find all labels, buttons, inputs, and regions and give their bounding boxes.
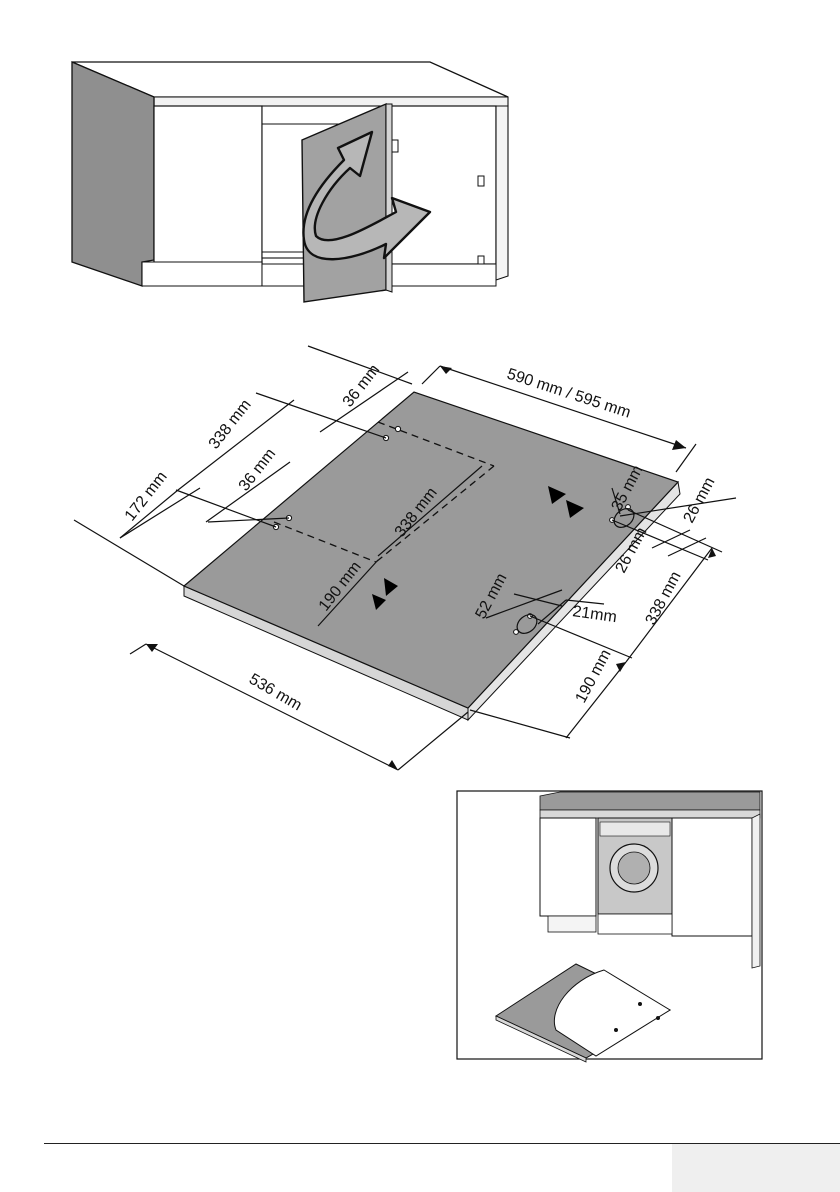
footer-page-box [672, 1144, 840, 1192]
dim-right-190: 190 mm [573, 647, 615, 706]
cabinet-worktop-edge [154, 97, 508, 106]
dim-depth-left: 338 mm [206, 396, 255, 452]
dim-hole-offset-left: 36 mm [236, 445, 280, 494]
dim-right-338: 338 mm [643, 569, 685, 628]
board-diagram: 590 mm / 595 mm 36 mm 338 mm 36 mm 172 m… [74, 346, 736, 770]
cabinet-side-panel [72, 62, 154, 286]
dim-right-26-a: 26 mm [681, 475, 719, 526]
cabinet-plinth [142, 262, 262, 286]
dim-bottom-536: 536 mm [246, 671, 305, 715]
cabinet-left-door [154, 106, 262, 264]
cabinet-illustration [72, 62, 508, 302]
dim-hole-21: 21mm [571, 603, 617, 626]
inset-washing-machine [457, 791, 762, 1062]
